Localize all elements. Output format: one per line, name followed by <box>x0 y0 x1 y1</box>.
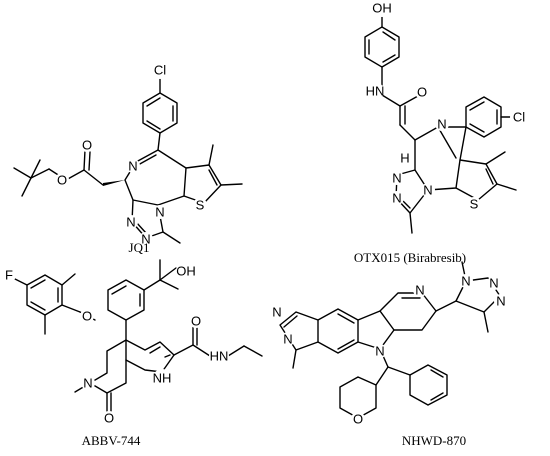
pyridine-nitrogen-label: N <box>415 283 424 298</box>
oxygen-atom-label: O <box>57 173 67 188</box>
sulfur-atom-label: S <box>196 198 205 213</box>
ether-oxygen-label: O <box>82 309 92 324</box>
nitrogen-atom-label: N <box>437 117 446 132</box>
nitrogen-atom-label: N <box>496 294 505 309</box>
nitrogen-atom-label: N <box>461 274 470 289</box>
molecule-nhwd870: N N N N N N N O NHWD-870 <box>270 261 508 448</box>
sulfur-atom-label: S <box>470 197 479 212</box>
caption-jq1: JQ1 <box>129 240 150 255</box>
nitrogen-atom-label: N <box>392 171 401 186</box>
nitrogen-atom-label: N <box>155 205 164 220</box>
caption-nhwd870: NHWD-870 <box>402 433 466 448</box>
caption-otx015: OTX015 (Birabresib) <box>354 250 466 265</box>
carbonyl-oxygen-label: O <box>104 411 114 426</box>
nitrogen-atom-label: N <box>392 191 401 206</box>
molecule-otx015: OH HN O Cl N H S N N N OTX015 (Birabresi… <box>354 0 528 265</box>
nitrogen-atom-label: N <box>489 276 498 291</box>
caption-abbv744: ABBV-744 <box>82 433 141 448</box>
hydroxyl-label: OH <box>372 1 392 16</box>
hydroxyl-label: OH <box>176 264 196 279</box>
nitrogen-atom-label: N <box>375 344 384 359</box>
fluorine-atom-label: F <box>5 268 13 283</box>
nitrogen-atom-label: N <box>423 183 432 198</box>
amide-oxygen-label: O <box>191 314 201 329</box>
oxygen-atom-label: O <box>353 412 363 427</box>
nitrogen-atom-label: N <box>126 215 135 230</box>
stereo-hydrogen-label: H <box>400 151 409 166</box>
chlorine-atom-label: Cl <box>154 63 166 78</box>
oxygen-atom-label: O <box>417 85 427 100</box>
molecule-abbv744: F O OH N O O NH HN ABBV-744 <box>2 259 263 448</box>
nitrogen-atom-label: N <box>83 376 92 391</box>
nitrogen-atom-label: N <box>128 159 137 174</box>
molecule-jq1: Cl N S N N N O O JQ1 <box>13 61 243 255</box>
amide-nh-label: HN <box>366 84 385 99</box>
nitrogen-atom-label: N <box>283 332 292 347</box>
oxygen-atom-label: O <box>82 138 92 153</box>
amide-nh-label: HN <box>210 349 229 364</box>
pyrrole-nh-label: NH <box>153 371 172 386</box>
chlorine-atom-label: Cl <box>513 110 525 125</box>
nitrogen-atom-label: N <box>272 305 281 320</box>
nitrogen-atom-label: N <box>141 232 150 247</box>
